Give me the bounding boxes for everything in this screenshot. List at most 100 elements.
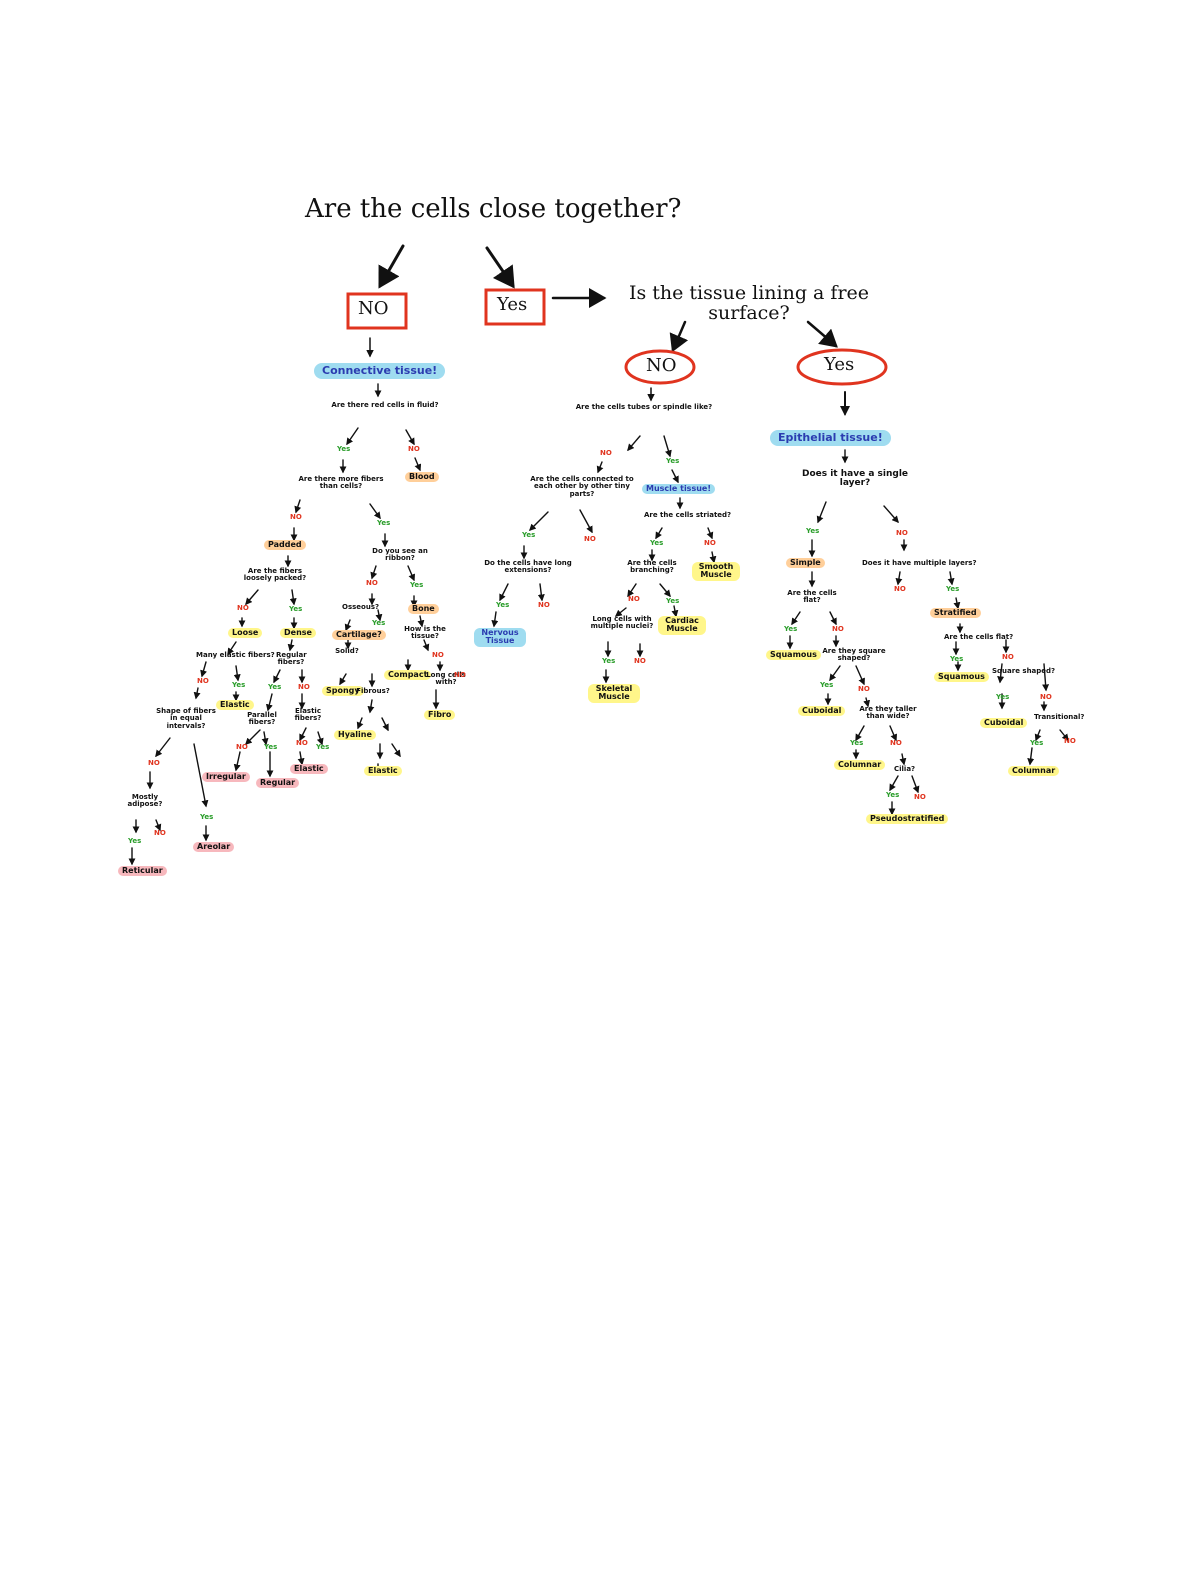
sflat-question: Are the cells flat?	[944, 633, 1014, 641]
many-question: Many elastic fibers?	[196, 651, 275, 659]
nerv-no: NO	[600, 449, 612, 457]
reticular: Reticular	[118, 866, 167, 877]
shape-yes: Yes	[200, 813, 214, 821]
pseudo-question: Cilia?	[894, 765, 916, 773]
bone: Bone	[408, 604, 439, 615]
tall-question: Are they taller than wide?	[859, 705, 917, 721]
parallel-no: NO	[236, 743, 248, 751]
ns-no: NO	[538, 601, 550, 609]
fat-no: NO	[154, 829, 166, 837]
regular: Regular	[256, 778, 300, 789]
fs-yes-label: Yes	[824, 354, 855, 375]
stratified: Stratified	[930, 608, 981, 619]
spongy: Spongy	[322, 686, 364, 697]
support-question: Do you see an ribbon?	[372, 547, 428, 563]
fibers-yes: Yes	[377, 519, 391, 527]
elastic-yes: Yes	[316, 743, 330, 751]
squamous: Squamous	[766, 650, 821, 661]
mus-yes: Yes	[650, 539, 664, 547]
muscle-question: Are the cells striated?	[644, 511, 732, 519]
branch-question: Are the cells branching?	[627, 559, 677, 575]
padded: Padded	[264, 540, 306, 551]
cart-question: How is the tissue?	[404, 625, 446, 641]
skel-yes: Yes	[602, 657, 616, 665]
dense-no: NO	[298, 683, 310, 691]
cuboidal-stratified: Cuboidal	[980, 718, 1028, 729]
single-no: NO	[896, 529, 908, 537]
elastic-dense: Elastic	[290, 764, 328, 775]
many-yes: Yes	[232, 681, 246, 689]
nerv-question: Are the cells tubes or spindle like?	[575, 403, 713, 411]
hyaline: Hyaline	[334, 730, 376, 741]
smooth-muscle: Smooth Muscle	[692, 562, 740, 581]
ct-yes: Yes	[337, 445, 351, 453]
fs-no-label: NO	[646, 355, 677, 376]
nervous-tissue: Nervous Tissue	[474, 628, 526, 647]
long-no: NO	[454, 671, 466, 679]
nerve-question: Are the cells connected to each other by…	[530, 475, 634, 498]
ssq-question: Square shaped?	[992, 667, 1056, 675]
columnar-stratified: Columnar	[1008, 766, 1060, 777]
elastic-question: Elastic fibers?	[294, 707, 322, 723]
cartilage: Cartilage?	[332, 630, 386, 641]
nerve-no: NO	[584, 535, 596, 543]
dense-question: Regular fibers?	[276, 651, 307, 667]
transit-no: NO	[1064, 737, 1076, 745]
transit-question: Transitional?	[1034, 713, 1085, 721]
support-no: NO	[366, 579, 378, 587]
loose: Loose	[228, 628, 263, 639]
osseous: Osseous?	[342, 603, 380, 611]
flat-no: NO	[832, 625, 844, 633]
arrow-fs-no	[669, 320, 689, 353]
support-yes: Yes	[410, 581, 424, 589]
epithelial-tissue: Epithelial tissue!	[770, 430, 891, 446]
fs-yes-ellipse	[796, 348, 888, 386]
mus-no: NO	[704, 539, 716, 547]
ns-yes: Yes	[496, 601, 510, 609]
skel-question: Long cells with multiple nuclei?	[590, 615, 654, 631]
pseudostratified: Pseudostratified	[866, 814, 949, 825]
cube-question: Are they square shaped?	[822, 647, 886, 663]
elastic: Elastic	[216, 700, 254, 711]
nerve-yes: Yes	[522, 531, 536, 539]
fat-question: Mostly adipose?	[127, 793, 163, 809]
cuboidal: Cuboidal	[798, 706, 846, 717]
fs-no-ellipse	[624, 349, 696, 385]
branch-no: NO	[628, 595, 640, 603]
tall-no: NO	[890, 739, 902, 747]
single-question: Does it have a single layer?	[801, 469, 909, 489]
cube-yes: Yes	[820, 681, 834, 689]
cube-no: NO	[858, 685, 870, 693]
irregular: Irregular	[202, 772, 250, 783]
cart-no: NO	[432, 651, 444, 659]
blood: Blood	[405, 472, 439, 483]
elastic-cartilage: Elastic	[364, 766, 402, 777]
dense-yes: Yes	[268, 683, 282, 691]
pack-yes: Yes	[289, 605, 303, 613]
multi-question: Does it have multiple layers?	[862, 559, 977, 567]
parallel-question: Parallel fibers?	[247, 711, 277, 727]
ct-no: NO	[408, 445, 420, 453]
nerve-sub-question: Do the cells have long extensions?	[484, 559, 572, 575]
fat-yes: Yes	[128, 837, 142, 845]
compact: Compact	[384, 670, 432, 681]
long-question: Long cells with?	[426, 671, 466, 687]
fibers-question: Are there more fibers than cells?	[298, 475, 384, 491]
connective-tissue: Connective tissue!	[314, 363, 446, 379]
skel-no: NO	[634, 657, 646, 665]
connective-question: Are there red cells in fluid?	[331, 401, 439, 409]
simple: Simple	[786, 558, 825, 569]
pack-question: Are the fibers loosely packed?	[243, 567, 307, 583]
pseudo-no: NO	[914, 793, 926, 801]
cardiac-muscle: Cardiac Muscle	[658, 616, 706, 635]
root-no-label: NO	[358, 298, 389, 319]
elastic-no: NO	[296, 739, 308, 747]
root-yes-label: Yes	[497, 294, 528, 315]
pseudo-yes: Yes	[886, 791, 900, 799]
solid-yes: Yes	[372, 619, 386, 627]
fibers-no: NO	[290, 513, 302, 521]
tall-yes: Yes	[850, 739, 864, 747]
free-surface-question: Is the tissue lining a free surface?	[628, 282, 870, 324]
ssq-no: NO	[1040, 693, 1052, 701]
